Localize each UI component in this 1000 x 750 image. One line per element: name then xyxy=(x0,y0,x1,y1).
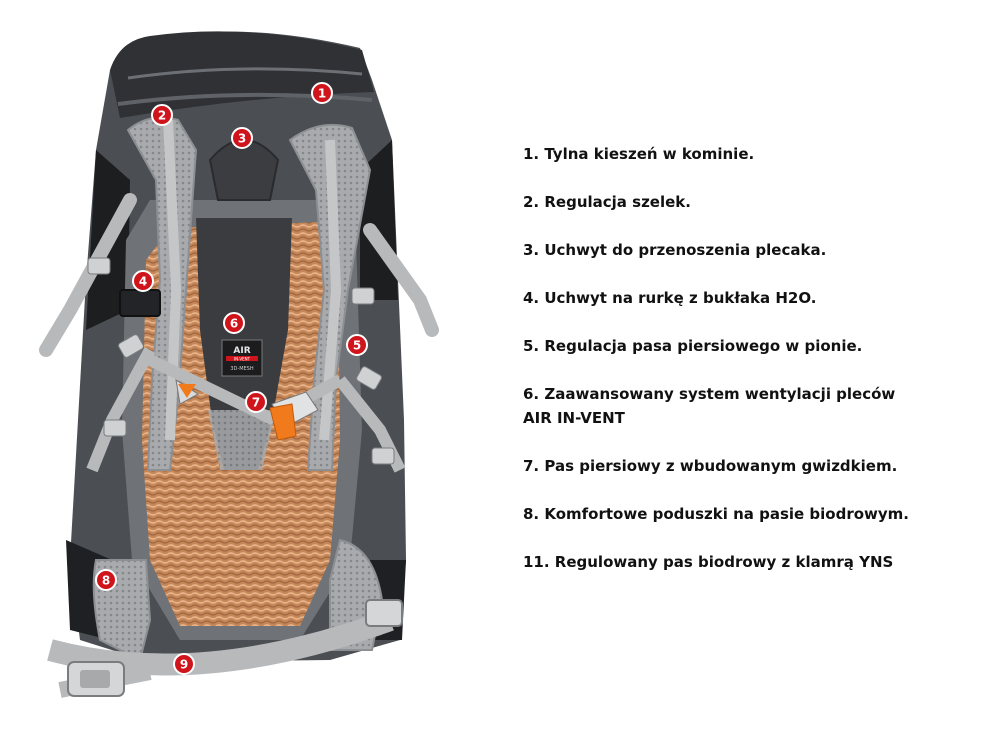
haul-loop xyxy=(208,139,280,201)
feature-list: 1. Tylna kieszeń w kominie. 2. Regulacja… xyxy=(523,142,923,598)
marker-3: 3 xyxy=(231,127,253,149)
svg-text:7: 7 xyxy=(252,396,260,410)
marker-7: 7 xyxy=(245,391,267,413)
air-badge-line1: AIR xyxy=(233,346,250,356)
feature-item-11: 11. Regulowany pas biodrowy z klamrą YNS xyxy=(523,553,894,571)
feature-item-2: 2. Regulacja szelek. xyxy=(523,193,691,211)
feature-item-6: 6. Zaawansowany system wentylacji pleców… xyxy=(523,385,896,427)
feature-item-1: 1. Tylna kieszeń w kominie. xyxy=(523,145,755,163)
marker-9: 9 xyxy=(173,653,195,675)
svg-text:1: 1 xyxy=(318,87,326,101)
sternum-strap xyxy=(147,354,343,425)
svg-text:5: 5 xyxy=(353,339,361,353)
feature-item-3: 3. Uchwyt do przenoszenia plecaka. xyxy=(523,241,827,259)
brand-logo xyxy=(178,384,196,398)
marker-8: 8 xyxy=(95,569,117,591)
backpack-photo: AIR IN-VENT 3D-MESH 1 2 3 xyxy=(0,0,480,750)
svg-text:4: 4 xyxy=(139,275,147,289)
svg-text:2: 2 xyxy=(158,109,166,123)
marker-5: 5 xyxy=(346,334,368,356)
hose-clip xyxy=(119,289,161,317)
backpack-illustration: AIR IN-VENT 3D-MESH 1 2 3 xyxy=(39,31,439,698)
marker-1: 1 xyxy=(311,82,333,104)
feature-item-8: 8. Komfortowe poduszki na pasie biodrowy… xyxy=(523,505,910,523)
svg-text:9: 9 xyxy=(180,658,188,672)
svg-text:8: 8 xyxy=(102,574,110,588)
marker-6: 6 xyxy=(223,312,245,334)
whistle xyxy=(269,403,297,441)
hip-belt xyxy=(47,609,394,676)
feature-item-7: 7. Pas piersiowy z wbudowanym gwizdkiem. xyxy=(523,457,898,475)
feature-item-5: 5. Regulacja pasa piersiowego w pionie. xyxy=(523,337,863,355)
svg-text:6: 6 xyxy=(230,317,238,331)
marker-2: 2 xyxy=(151,104,173,126)
feature-item-4: 4. Uchwyt na rurkę z bukłaka H2O. xyxy=(523,289,817,307)
svg-text:3: 3 xyxy=(238,132,246,146)
marker-4: 4 xyxy=(132,270,154,292)
air-badge-line3: 3D-MESH xyxy=(230,366,253,372)
air-badge-line2: IN-VENT xyxy=(234,357,251,362)
